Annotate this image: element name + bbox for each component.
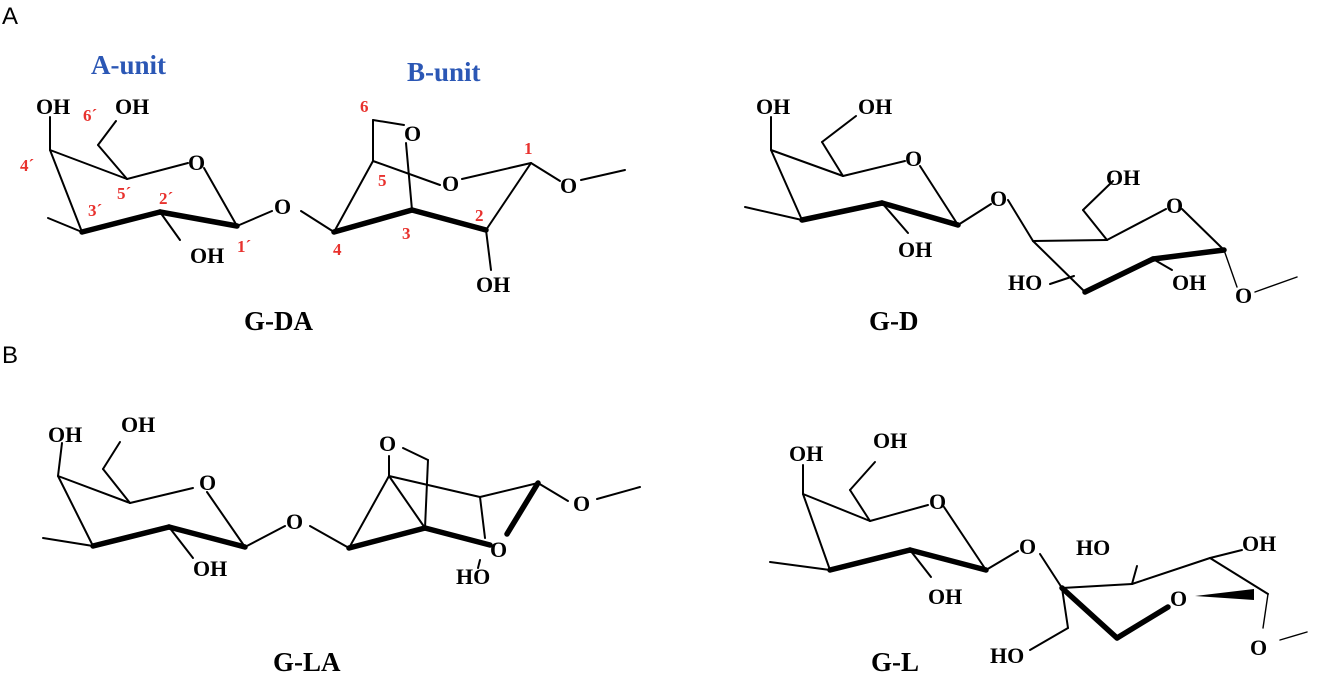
atom-label: O bbox=[404, 121, 421, 146]
g-da-carbon-numbers: 6´ 4´ 5´ 3´ 2´ 1´ 6 5 4 3 2 1 bbox=[20, 97, 533, 259]
g-da-bonds bbox=[47, 116, 626, 271]
carbon-number: 5´ bbox=[117, 184, 131, 203]
atom-label: O bbox=[1019, 534, 1036, 559]
structure-g-d: OH OH O OH O OH O HO OH O G-D bbox=[744, 94, 1298, 336]
atom-label: O bbox=[286, 509, 303, 534]
atom-label: O bbox=[188, 150, 205, 175]
panel-label-b: B bbox=[2, 342, 18, 369]
carbon-number: 2 bbox=[475, 206, 484, 225]
atom-label: OH bbox=[928, 584, 962, 609]
atom-label: OH bbox=[756, 94, 790, 119]
g-d-atoms: OH OH O OH O OH O HO OH O bbox=[756, 94, 1252, 308]
g-l-bonds bbox=[769, 461, 1308, 651]
atom-label: HO bbox=[1008, 270, 1042, 295]
atom-label: OH bbox=[115, 94, 149, 119]
a-unit-label: A-unit bbox=[91, 50, 166, 80]
carbon-number: 4´ bbox=[20, 156, 34, 175]
g-da-atoms: OH OH O OH O O O O OH bbox=[36, 94, 577, 297]
atom-label: OH bbox=[1106, 165, 1140, 190]
atom-label: OH bbox=[190, 243, 224, 268]
atom-label: O bbox=[1235, 283, 1252, 308]
atom-label: O bbox=[573, 491, 590, 516]
structure-g-l: OH OH O OH O HO OH O HO O G-L bbox=[769, 428, 1308, 677]
panel-label-a: A bbox=[2, 3, 18, 30]
atom-label: OH bbox=[1172, 270, 1206, 295]
g-l-atoms: OH OH O OH O HO OH O HO O bbox=[789, 428, 1276, 668]
atom-label: O bbox=[1170, 586, 1187, 611]
atom-label: O bbox=[1250, 635, 1267, 660]
atom-label: OH bbox=[476, 272, 510, 297]
carbon-number: 6 bbox=[360, 97, 369, 116]
atom-label: HO bbox=[990, 643, 1024, 668]
carbon-number: 3´ bbox=[88, 201, 102, 220]
atom-label: O bbox=[274, 194, 291, 219]
g-la-atoms: OH OH O OH O O O HO O bbox=[48, 412, 590, 589]
atom-label: O bbox=[379, 431, 396, 456]
atom-label: O bbox=[905, 146, 922, 171]
atom-label: O bbox=[490, 537, 507, 562]
atom-label: O bbox=[1166, 193, 1183, 218]
carbon-number: 5 bbox=[378, 171, 387, 190]
g-la-bonds bbox=[42, 441, 641, 569]
atom-label: OH bbox=[193, 556, 227, 581]
carbon-number: 1´ bbox=[237, 237, 251, 256]
atom-label: OH bbox=[48, 422, 82, 447]
carbon-number: 1 bbox=[524, 139, 533, 158]
atom-label: O bbox=[560, 173, 577, 198]
atom-label: HO bbox=[456, 564, 490, 589]
b-unit-label: B-unit bbox=[407, 57, 481, 87]
atom-label: HO bbox=[1076, 535, 1110, 560]
structure-name-g-da: G-DA bbox=[244, 306, 313, 336]
carbon-number: 3 bbox=[402, 224, 411, 243]
atom-label: O bbox=[199, 470, 216, 495]
structure-g-da: A-unit B-unit bbox=[20, 50, 626, 336]
atom-label: OH bbox=[121, 412, 155, 437]
atom-label: O bbox=[929, 489, 946, 514]
carbon-number: 4 bbox=[333, 240, 342, 259]
atom-label: OH bbox=[1242, 531, 1276, 556]
structure-name-g-l: G-L bbox=[871, 647, 919, 677]
atom-label: OH bbox=[898, 237, 932, 262]
atom-label: OH bbox=[873, 428, 907, 453]
atom-label: OH bbox=[36, 94, 70, 119]
atom-label: O bbox=[442, 171, 459, 196]
atom-label: OH bbox=[789, 441, 823, 466]
structure-name-g-d: G-D bbox=[869, 306, 919, 336]
g-d-bonds bbox=[744, 115, 1298, 295]
atom-label: OH bbox=[858, 94, 892, 119]
carbon-number: 2´ bbox=[159, 189, 173, 208]
atom-label: O bbox=[990, 186, 1007, 211]
carbon-number: 6´ bbox=[83, 106, 97, 125]
structure-g-la: OH OH O OH O O O HO O G-LA bbox=[42, 412, 641, 677]
structure-name-g-la: G-LA bbox=[273, 647, 341, 677]
